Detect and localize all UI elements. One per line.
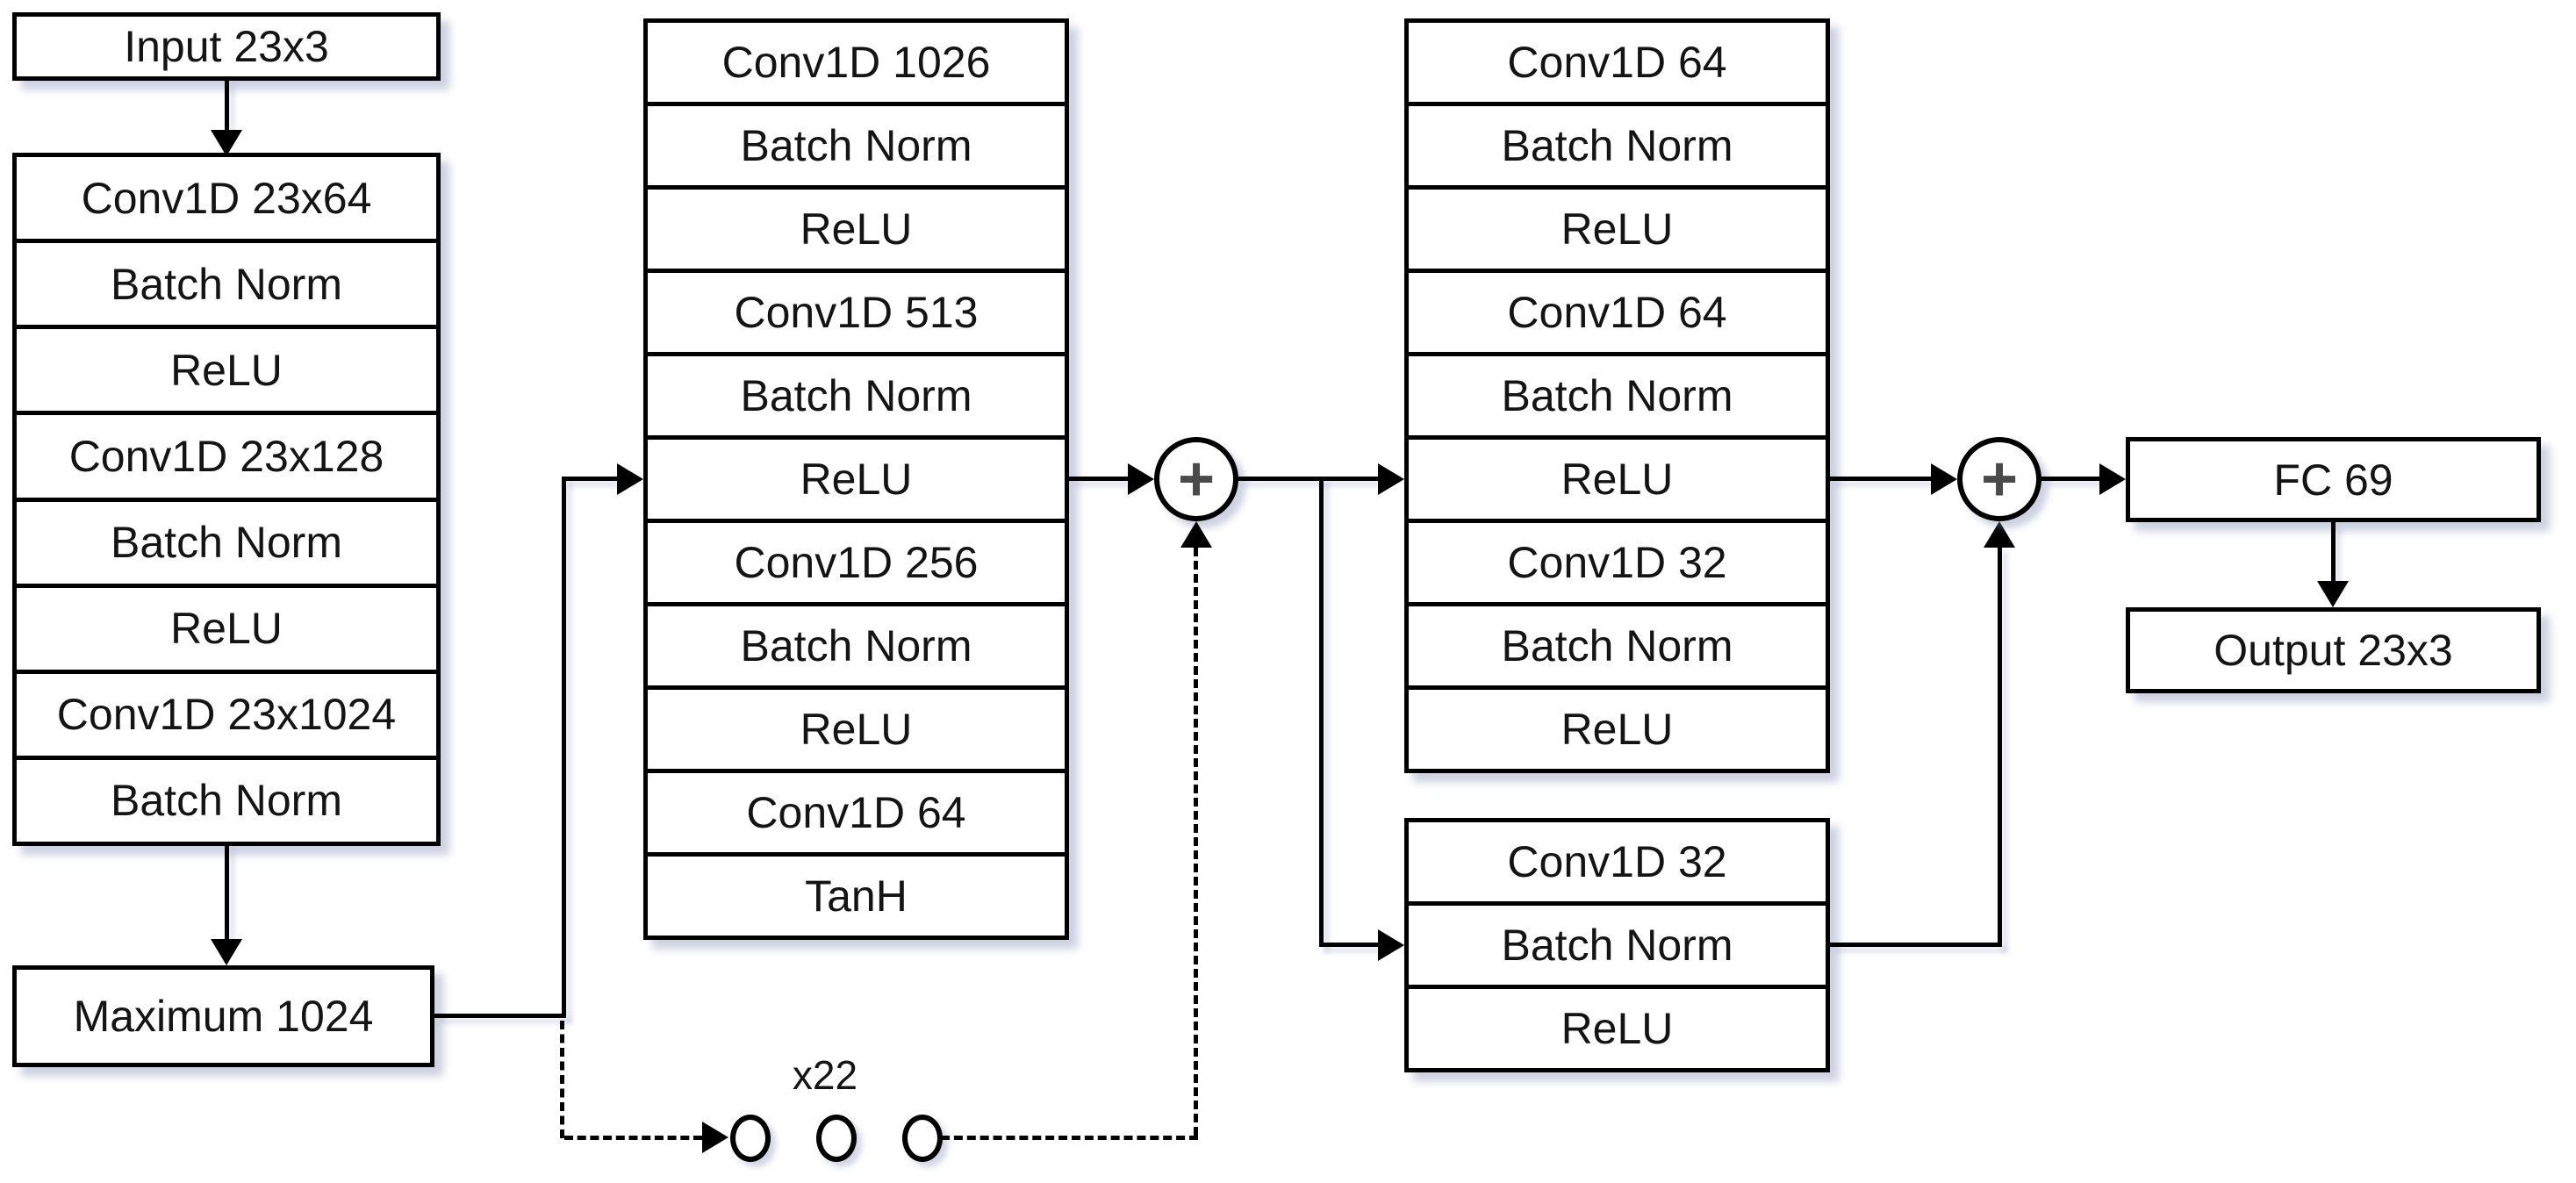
layer-row: Conv1D 23x1024 bbox=[17, 669, 436, 756]
arrowhead-decoder-to-add2 bbox=[1931, 463, 1957, 495]
layer-row: Batch Norm bbox=[17, 239, 436, 326]
maximum-block: Maximum 1024 bbox=[12, 965, 434, 1067]
arrowhead-residual-out bbox=[1128, 463, 1154, 495]
layer-row: Batch Norm bbox=[1409, 901, 1826, 985]
connector-into-residual bbox=[562, 477, 619, 481]
repeat-loop-right-riser bbox=[1194, 548, 1198, 1136]
layer-row: Conv1D 64 bbox=[1409, 269, 1826, 352]
repeat-loop-bottom-left bbox=[564, 1136, 702, 1140]
layer-row: Batch Norm bbox=[17, 497, 436, 584]
connector-residual-out bbox=[1069, 477, 1130, 481]
layer-row: Batch Norm bbox=[648, 352, 1065, 435]
add-node-1: + bbox=[1154, 437, 1238, 521]
layer-row: Conv1D 23x128 bbox=[17, 411, 436, 498]
arrowhead-into-ellipsis bbox=[702, 1122, 728, 1153]
ellipsis-dots bbox=[730, 1115, 943, 1162]
connector-fc-to-output bbox=[2331, 522, 2336, 583]
layer-row: Batch Norm bbox=[648, 602, 1065, 685]
arrowhead-input-to-encoder bbox=[211, 130, 242, 156]
layer-row: Batch Norm bbox=[1409, 352, 1826, 435]
layer-row: Conv1D 64 bbox=[1409, 23, 1826, 102]
arrowhead-skip-to-add2 bbox=[1984, 521, 2015, 548]
layer-row: ReLU bbox=[1409, 435, 1826, 519]
connector-decoder-out bbox=[1830, 477, 1933, 481]
ellipsis-dot bbox=[902, 1115, 943, 1162]
connector-maximum-riser bbox=[562, 477, 566, 1018]
layer-row: ReLU bbox=[1409, 685, 1826, 769]
input-block: Input 23x3 bbox=[12, 12, 441, 81]
connector-skip-riser bbox=[1998, 546, 2002, 947]
ellipsis-dot bbox=[730, 1115, 771, 1162]
layer-row: ReLU bbox=[1409, 185, 1826, 269]
layer-row: Conv1D 513 bbox=[648, 269, 1065, 352]
connector-encoder-to-maximum bbox=[225, 846, 229, 941]
layer-row: Conv1D 256 bbox=[648, 519, 1065, 602]
layer-row: Batch Norm bbox=[1409, 602, 1826, 685]
connector-maximum-out bbox=[434, 1014, 566, 1018]
layer-row: ReLU bbox=[17, 325, 436, 412]
layer-row: Batch Norm bbox=[648, 102, 1065, 185]
repeat-count-label: x22 bbox=[792, 1052, 858, 1098]
arrowhead-into-skip bbox=[1378, 929, 1404, 961]
layer-row: Conv1D 23x64 bbox=[17, 157, 436, 240]
layer-row: ReLU bbox=[648, 685, 1065, 769]
connector-into-skip bbox=[1319, 943, 1380, 947]
layer-row: ReLU bbox=[17, 583, 436, 670]
layer-row: Conv1D 1026 bbox=[648, 23, 1065, 102]
layer-row: ReLU bbox=[1409, 985, 1826, 1068]
layer-row: ReLU bbox=[648, 185, 1065, 269]
layer-row: Conv1D 32 bbox=[1409, 822, 1826, 901]
layer-row: Batch Norm bbox=[1409, 102, 1826, 185]
arrowhead-into-fc bbox=[2099, 463, 2126, 495]
arrowhead-encoder-to-maximum bbox=[211, 939, 242, 965]
arrowhead-into-decoder bbox=[1378, 463, 1404, 495]
arrowhead-into-residual bbox=[617, 463, 643, 495]
layer-row: Conv1D 64 bbox=[648, 769, 1065, 852]
arrowhead-fc-to-output bbox=[2317, 581, 2349, 607]
ellipsis-dot bbox=[816, 1115, 857, 1162]
connector-skip-out bbox=[1830, 943, 2002, 947]
fc-block: FC 69 bbox=[2126, 437, 2541, 522]
layer-row: TanH bbox=[648, 852, 1065, 936]
repeat-loop-left-drop bbox=[560, 1021, 564, 1138]
repeat-loop-bottom-right bbox=[941, 1136, 1198, 1140]
connector-add1-out bbox=[1238, 477, 1380, 481]
connector-add2-out bbox=[2041, 477, 2101, 481]
layer-row: Conv1D 32 bbox=[1409, 519, 1826, 602]
connector-input-to-encoder bbox=[225, 81, 229, 132]
output-block: Output 23x3 bbox=[2126, 607, 2541, 693]
arrowhead-repeat-to-add1 bbox=[1180, 521, 1212, 548]
connector-skip-branch-drop bbox=[1319, 477, 1324, 947]
add-node-2: + bbox=[1957, 437, 2041, 521]
layer-row: ReLU bbox=[648, 435, 1065, 519]
layer-row: Batch Norm bbox=[17, 755, 436, 842]
